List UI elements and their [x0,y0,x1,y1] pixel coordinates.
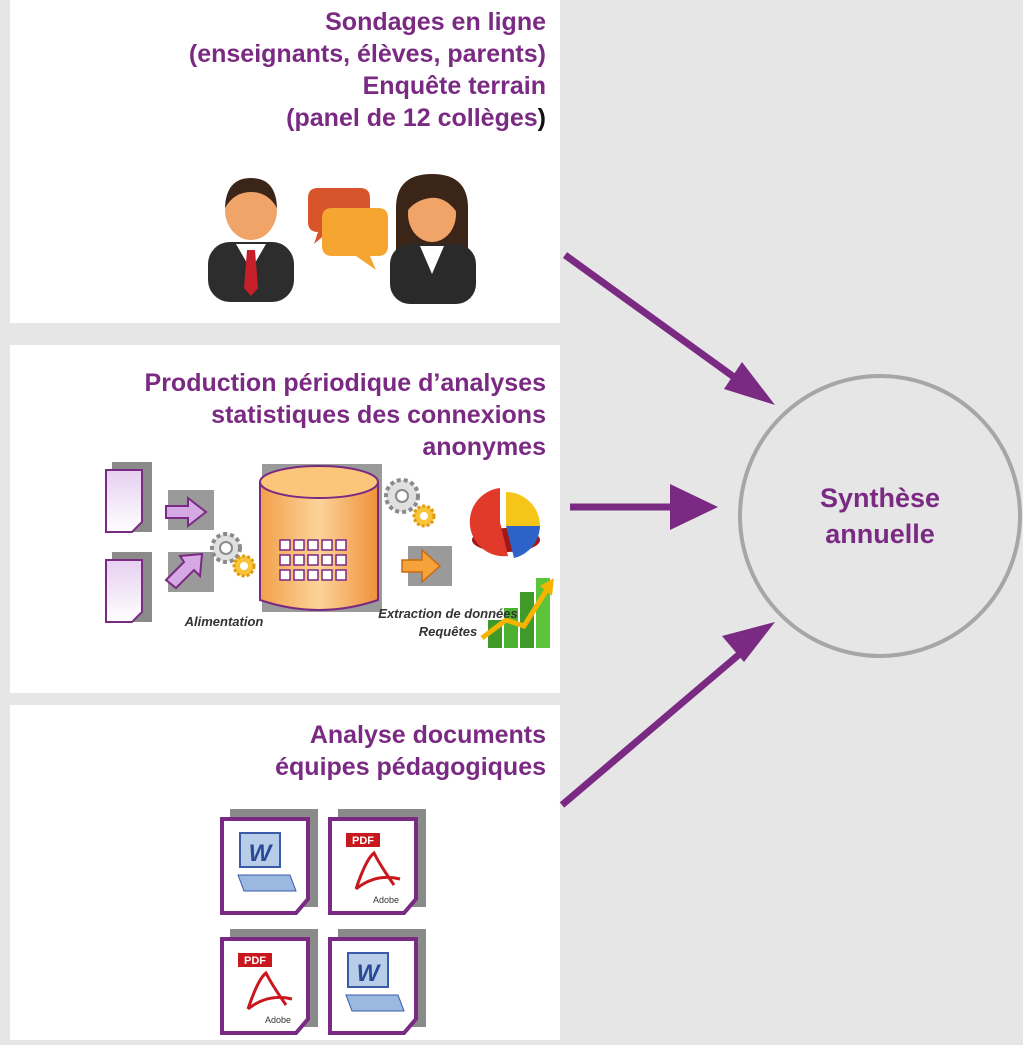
arrow-from-documents [559,622,775,808]
documents-panel-title: Analyse documents équipes pédagogiques [275,719,546,783]
survey-title-closing-paren: ) [537,104,546,132]
survey-panel: Sondages en ligne (enseignants, élèves, … [10,0,560,323]
svg-text:W: W [357,960,382,987]
speech-bubbles-icon [308,188,388,270]
documents-title-line-2: équipes pédagogiques [275,753,546,781]
annual-synthesis-node: Synthèse annuelle [738,374,1022,658]
pdf-label: PDF [244,955,266,967]
survey-panel-title: Sondages en ligne (enseignants, élèves, … [189,6,546,134]
arrow-from-statistics [570,484,718,530]
data-pipeline-illustration: Alimentation Extraction de données Requê… [105,462,554,648]
feed-arrow-icon [165,490,214,530]
source-document-icon [105,552,152,623]
statistics-panel-title: Production périodique d’analyses statist… [145,367,546,463]
source-document-icon [105,462,152,533]
extract-arrow-icon [401,546,452,586]
documents-title-line-1: Analyse documents [309,721,546,749]
documents-panel: Analyse documents équipes pédagogiques W… [10,705,560,1040]
adobe-label: Adobe [373,895,399,905]
survey-title-line-4-text: (panel de 12 collèges [286,104,538,132]
survey-title-line-3: Enquête terrain [362,72,546,100]
survey-title-line-4: (panel de 12 collèges) [189,102,546,134]
pdf-document-icon: PDF Adobe [328,809,426,915]
pie-chart-icon [469,488,540,558]
database-icon [259,464,382,612]
feed-arrow-icon [164,552,214,592]
statistics-panel: Production périodique d’analyses statist… [10,345,560,693]
pdf-document-icon: PDF Adobe [220,929,318,1035]
extract-label: Extraction de données [378,606,517,621]
gears-icon [210,532,256,578]
people-talking-illustration [208,174,476,304]
statistics-title-line-3: anonymes [422,433,546,461]
man-icon [208,178,294,302]
word-document-icon: W [328,929,426,1035]
synthesis-line-1: Synthèse [819,483,941,513]
documents-grid-illustration: W PDF Adobe PDF Adobe W [220,809,426,1035]
word-document-icon: W [220,809,318,915]
survey-title-line-1: Sondages en ligne [325,8,546,36]
pdf-label: PDF [352,835,374,847]
woman-icon [390,174,476,304]
survey-title-line-2: (enseignants, élèves, parents) [188,40,546,68]
statistics-title-line-1: Production périodique d’analyses [144,369,546,397]
svg-text:W: W [249,840,274,867]
queries-label: Requêtes [419,624,478,639]
synthesis-line-2: annuelle [825,519,935,549]
gears-icon [384,478,436,528]
statistics-title-line-2: statistiques des connexions [211,401,546,429]
annual-synthesis-label: Synthèse annuelle [820,480,940,552]
feed-label: Alimentation [184,614,264,629]
bar-chart-icon [480,578,554,648]
arrow-from-surveys [562,252,775,405]
adobe-label: Adobe [265,1015,291,1025]
